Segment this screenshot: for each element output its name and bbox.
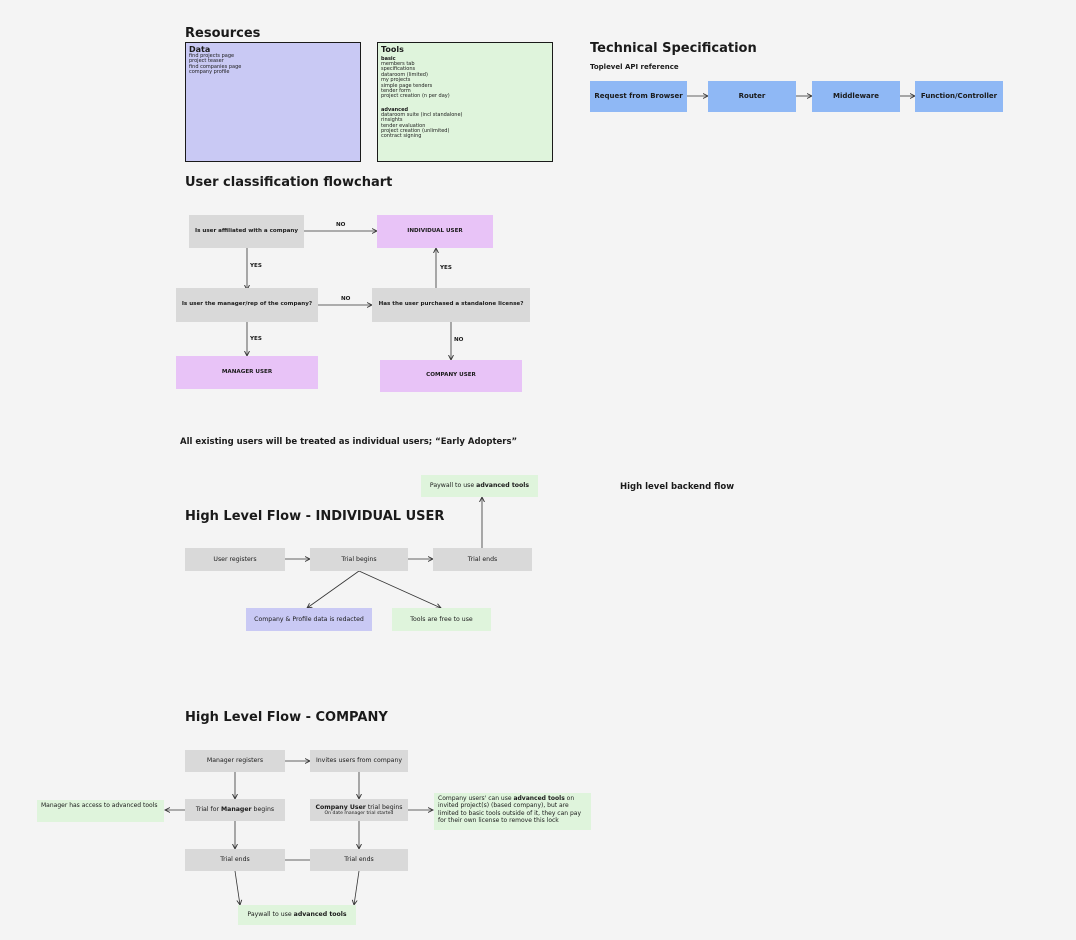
resources-title: Resources [185,26,261,41]
company-user-trial-begins: Company User trial begins On date manage… [310,799,408,821]
tools-basic-item: my projects [381,77,411,84]
company-manager-trial-ends: Trial ends [185,849,285,871]
company-manager-registers: Manager registers [185,750,285,772]
individual-data-redacted: Company & Profile data is redacted [246,608,372,631]
tools-panel: Tools basic members tab specifications d… [377,42,553,162]
trial-bold-text: Manager [221,806,252,814]
individual-trial-ends: Trial ends [433,548,532,571]
tools-basic-item: dataroom (limited) [381,71,428,78]
company-manager-trial-begins: Trial for Manager begins [185,799,285,821]
paywall-bold-text: advanced tools [476,482,530,490]
manager-advanced-access-note: Manager has access to advanced tools [37,800,164,822]
step-router: Router [708,81,796,112]
result-manager-user: MANAGER USER [176,356,318,389]
result-company-user: COMPANY USER [380,360,522,392]
tools-advanced-item: project creation (unlimited) [381,128,450,135]
company-user-advanced-note: Company users' can use advanced tools on… [434,793,591,830]
company-paywall: Paywall to use advanced tools [238,905,356,925]
data-panel-title: Data [189,45,211,54]
company-paywall-bold-text: advanced tools [293,911,347,919]
data-item: project teaser [189,58,224,65]
question-manager: Is user the manager/rep of the company? [176,288,318,322]
tools-basic-item: specifications [381,66,416,73]
trial-suffix-text: begins [251,806,275,814]
cu-trial-suffix-text: trial begins [365,803,403,811]
tools-panel-title: Tools [381,45,404,54]
company-user-trial-ends: Trial ends [310,849,408,871]
individual-paywall: Paywall to use advanced tools [421,475,538,497]
data-panel: Data find projects page project teaser f… [185,42,361,162]
tools-advanced-label: advanced [381,106,409,113]
data-item: find projects page [189,53,235,59]
label-yes-affiliated: YES [250,263,262,269]
company-paywall-text: Paywall to use [247,911,294,919]
question-standalone-license: Has the user purchased a standalone lice… [372,288,530,322]
arrow-ends-paywall-right [354,870,360,905]
arrow-trial-free [358,570,441,608]
label-no-license: NO [454,337,464,343]
label-no-manager: NO [341,296,351,302]
individual-tools-free: Tools are free to use [392,608,491,631]
tools-advanced-item: tender evaluation [381,122,426,129]
step-function-controller: Function/Controller [915,81,1003,112]
label-yes-manager: YES [250,336,262,342]
backend-flow-title: High level backend flow [620,482,735,492]
arrow-trial-redacted [307,570,360,608]
arrow-ends-paywall-left [234,870,240,905]
trial-prefix-text: Trial for [195,806,221,814]
question-affiliated: Is user affiliated with a company [189,215,304,248]
company-flow-title: High Level Flow - COMPANY [185,710,388,725]
tools-advanced-item: dataroom suite (incl standalone) [381,111,463,118]
cu-note-bold: advanced tools [513,795,565,802]
tools-advanced-item: rinsights [381,117,403,124]
label-yes-license: YES [440,265,452,271]
label-no-affiliated: NO [336,222,346,228]
data-item: find companies page [189,63,242,70]
tools-advanced-item: contract signing [381,133,422,140]
tech-spec-title: Technical Specification [590,41,757,56]
individual-user-registers: User registers [185,548,285,571]
tools-basic-item: members tab [381,61,415,67]
step-middleware: Middleware [812,81,900,112]
paywall-text: Paywall to use [429,482,477,490]
tools-basic-item: simple page tenders [381,82,433,89]
tools-basic-item: project creation (n per day) [381,93,450,100]
tech-spec-subtitle: Toplevel API reference [590,63,679,71]
cu-note-suffix: on invited project(s) (based company), b… [438,795,583,825]
cu-trial-subtext: On date manager trial started [324,810,394,816]
individual-trial-begins: Trial begins [310,548,408,571]
cu-trial-bold-text: Company User [315,803,366,811]
cu-note-prefix: Company users' can use [438,795,514,802]
tools-basic-item: tender form [381,88,411,95]
early-adopters-note: All existing users will be treated as in… [180,437,518,447]
classification-title: User classification flowchart [185,175,393,190]
tools-basic-label: basic [381,56,396,62]
result-individual-user: INDIVIDUAL USER [377,215,493,248]
company-invites-users: Invites users from company [310,750,408,772]
step-request-from-browser: Request from Browser [590,81,687,112]
individual-flow-title: High Level Flow - INDIVIDUAL USER [185,509,445,524]
data-item: company profile [189,69,230,76]
